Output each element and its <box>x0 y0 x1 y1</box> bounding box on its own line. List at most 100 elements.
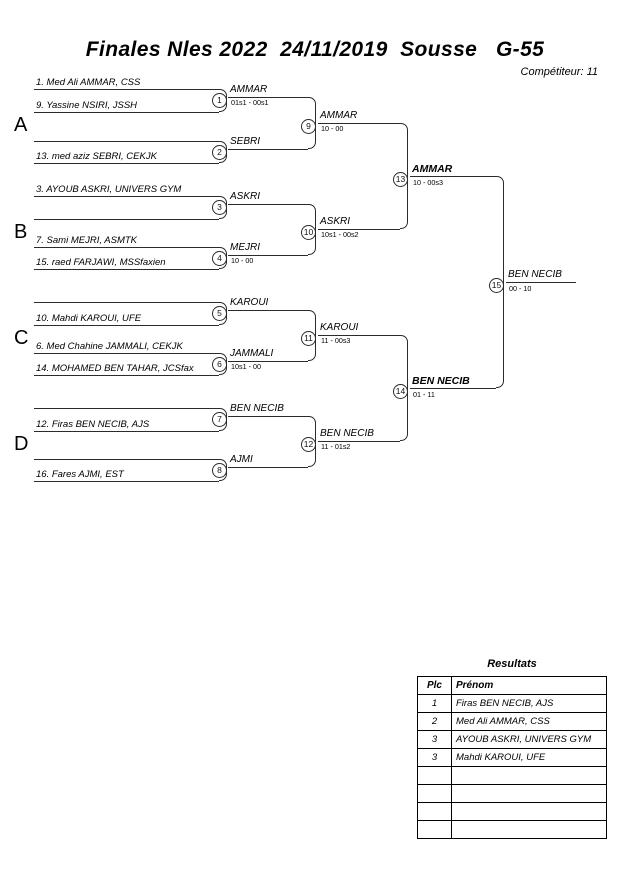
match-node-12[interactable]: 12 <box>301 437 316 452</box>
match-node-15[interactable]: 15 <box>489 278 504 293</box>
entrant-name: 10. Mahdi KAROUI, UFE <box>36 313 142 324</box>
entrant-line <box>34 269 219 270</box>
results-cell-nom: Firas BEN NECIB, AJS <box>451 694 607 713</box>
results-cell-plc: 3 <box>417 730 452 749</box>
results-cell-nom: Med Ali AMMAR, CSS <box>451 712 607 731</box>
entrant-name: 15. raed FARJAWI, MSSfaxien <box>36 257 166 268</box>
match-winner: ASKRI <box>230 191 261 202</box>
match-winner: KAROUI <box>230 297 269 308</box>
results-cell-nom <box>451 820 607 839</box>
entrant-name: 6. Med Chahine JAMMALI, CEKJK <box>36 341 183 352</box>
match-out-line <box>506 282 576 283</box>
match-winner: BEN NECIB <box>412 375 470 387</box>
match-winner: AMMAR <box>230 84 268 95</box>
page-title: Finales Nles 2022 24/11/2019 Sousse G-55 <box>85 38 545 61</box>
match-out-line <box>228 361 308 362</box>
match-node-5[interactable]: 5 <box>212 306 227 321</box>
match-out-line <box>318 441 400 442</box>
match-node-13[interactable]: 13 <box>393 172 408 187</box>
entrant-name: 13. med aziz SEBRI, CEKJK <box>36 151 157 162</box>
match-node-8[interactable]: 8 <box>212 463 227 478</box>
results-cell-plc <box>417 766 452 785</box>
results-cell-nom <box>451 766 607 785</box>
entrant-line <box>34 302 219 303</box>
results-row <box>417 802 607 821</box>
results-cell-plc <box>417 784 452 803</box>
match-winner: MEJRI <box>230 242 260 253</box>
match-out-line <box>318 123 400 124</box>
match-winner: ASKRI <box>320 216 351 227</box>
match-node-9[interactable]: 9 <box>301 119 316 134</box>
results-row <box>417 784 607 803</box>
entrant-name: 7. Sami MEJRI, ASMTK <box>36 235 137 246</box>
match-winner: BEN NECIB <box>230 403 284 414</box>
match-score: 10 - 00s3 <box>413 178 443 187</box>
results-cell-plc: 3 <box>417 748 452 767</box>
match-score: 10 - 00 <box>321 124 344 133</box>
match-node-1[interactable]: 1 <box>212 93 227 108</box>
entrant-line <box>34 459 219 460</box>
results-cell-nom <box>451 784 607 803</box>
match-out-line <box>228 149 308 150</box>
entrant-name: 1. Med Ali AMMAR, CSS <box>36 77 141 88</box>
match-out-line <box>228 310 308 311</box>
match-score: 10s1 - 00 <box>231 362 261 371</box>
match-node-3[interactable]: 3 <box>212 200 227 215</box>
match-node-2[interactable]: 2 <box>212 145 227 160</box>
match-winner: AMMAR <box>412 163 453 175</box>
entrant-name: 16. Fares AJMI, EST <box>36 469 124 480</box>
entrant-name: 14. MOHAMED BEN TAHAR, JCSfax <box>36 363 194 374</box>
match-winner: AMMAR <box>320 110 358 121</box>
entrant-line <box>34 375 219 376</box>
match-winner: AJMI <box>230 454 253 465</box>
entrant-line <box>34 247 219 248</box>
match-winner: BEN NECIB <box>508 269 562 280</box>
match-score: 11 - 01s2 <box>321 442 351 451</box>
results-title: Resultats <box>487 658 537 670</box>
match-node-11[interactable]: 11 <box>301 331 316 346</box>
match-score: 01s1 - 00s1 <box>231 98 269 107</box>
match-winner: SEBRI <box>230 136 261 147</box>
entrant-line <box>34 196 219 197</box>
entrant-line <box>34 112 219 113</box>
results-row <box>417 766 607 785</box>
match-out-line <box>410 388 496 389</box>
results-col-plc: Plc <box>417 676 452 695</box>
results-row <box>417 820 607 839</box>
match-score: 01 - 11 <box>413 390 435 399</box>
match-node-4[interactable]: 4 <box>212 251 227 266</box>
match-score: 10s1 - 00s2 <box>321 230 359 239</box>
match-node-10[interactable]: 10 <box>301 225 316 240</box>
entrant-line <box>34 353 219 354</box>
results-cell-plc <box>417 802 452 821</box>
match-node-7[interactable]: 7 <box>212 412 227 427</box>
match-node-14[interactable]: 14 <box>393 384 408 399</box>
match-out-line <box>228 204 308 205</box>
match-score: 00 - 10 <box>509 284 532 293</box>
entrant-line <box>34 431 219 432</box>
match-out-line <box>318 229 400 230</box>
match-score: 11 - 00s3 <box>321 336 351 345</box>
entrant-line <box>34 163 219 164</box>
results-cell-plc <box>417 820 452 839</box>
entrant-line <box>34 219 219 220</box>
group-label-a: A <box>14 114 28 136</box>
results-header-row: Plc Prénom <box>417 676 607 695</box>
match-winner: KAROUI <box>320 322 359 333</box>
results-cell-nom: AYOUB ASKRI, UNIVERS GYM <box>451 730 607 749</box>
match-out-line <box>318 335 400 336</box>
group-label-c: C <box>14 327 29 349</box>
entrant-line <box>34 89 219 90</box>
entrant-name: 12. Firas BEN NECIB, AJS <box>36 419 150 430</box>
entrant-line <box>34 408 219 409</box>
entrant-line <box>34 325 219 326</box>
group-label-d: D <box>14 433 29 455</box>
match-out-line <box>228 416 308 417</box>
results-cell-plc: 1 <box>417 694 452 713</box>
entrant-name: 3. AYOUB ASKRI, UNIVERS GYM <box>36 184 182 195</box>
match-node-6[interactable]: 6 <box>212 357 227 372</box>
